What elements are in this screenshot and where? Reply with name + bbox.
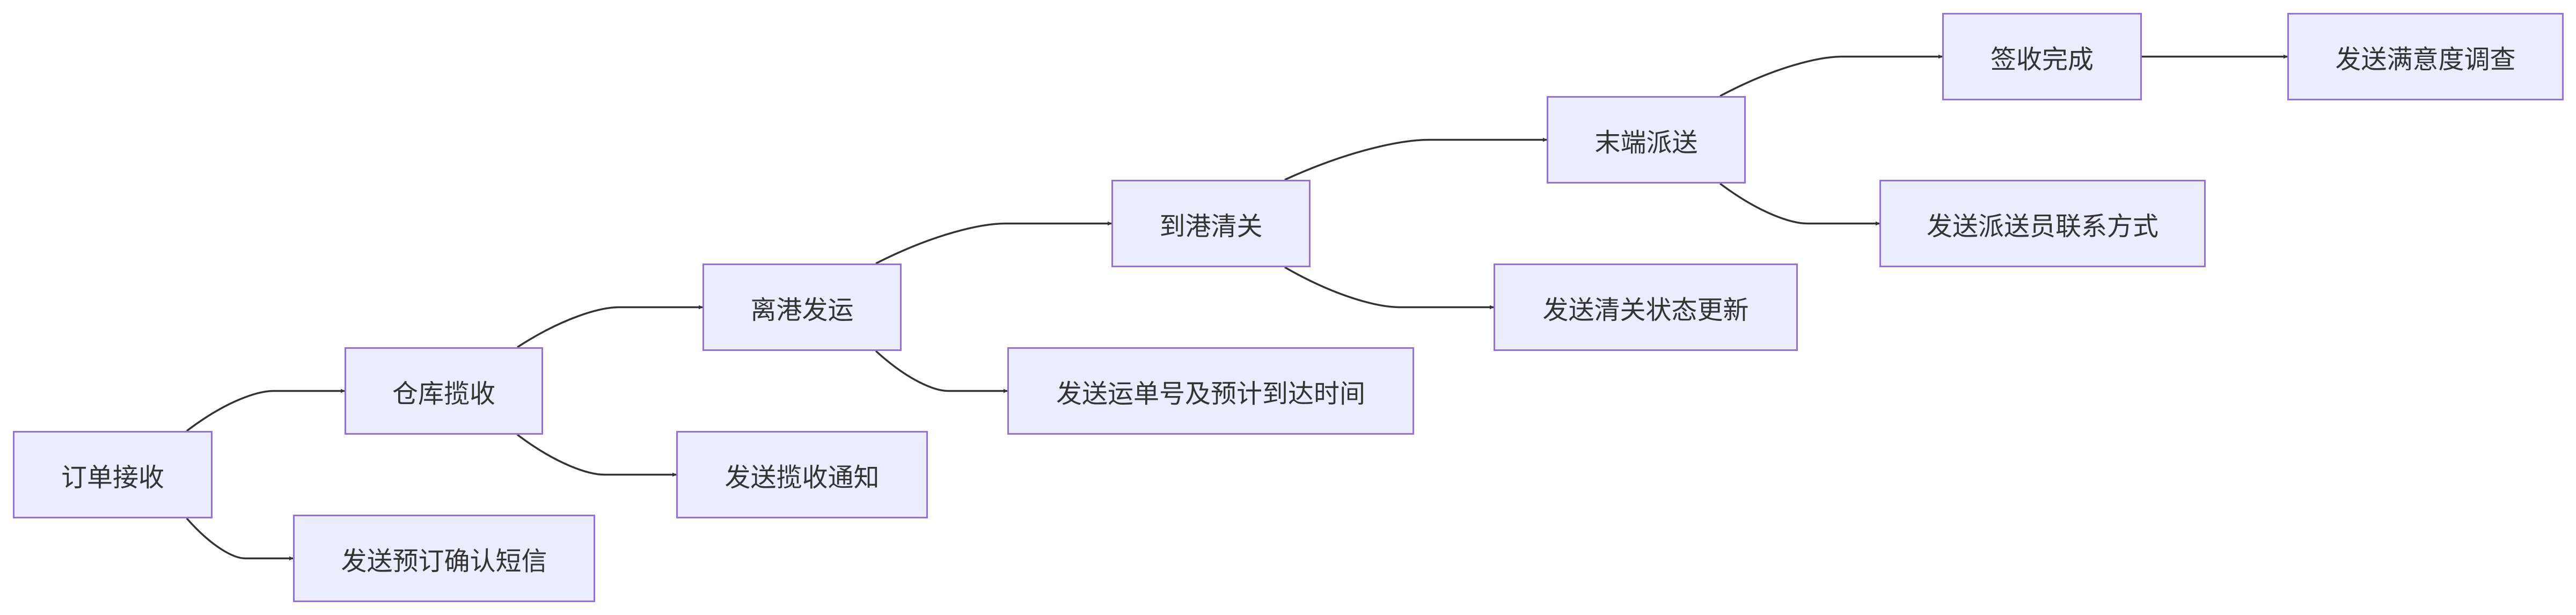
node-clearance-update: 发送清关状态更新 <box>1494 263 1798 351</box>
node-lastmile: 末端派送 <box>1547 96 1746 184</box>
node-arrive: 到港清关 <box>1111 180 1311 267</box>
edge-lastmile-to-courier_contact <box>1719 182 1880 226</box>
edge-order-to-warehouse <box>186 389 345 432</box>
node-courier-contact: 发送派送员联系方式 <box>1879 180 2206 267</box>
node-signed: 签收完成 <box>1942 13 2142 100</box>
node-warehouse: 仓库揽收 <box>345 347 543 435</box>
node-pickup-notice: 发送揽收通知 <box>676 431 928 518</box>
edge-warehouse-to-pickup_notice <box>516 434 677 477</box>
node-sms: 发送预订确认短信 <box>293 515 595 602</box>
node-order: 订单接收 <box>13 431 213 518</box>
edge-depart-to-waybill <box>875 350 1008 393</box>
node-depart: 离港发运 <box>702 263 902 351</box>
edge-arrive-to-lastmile <box>1284 137 1547 181</box>
edge-warehouse-to-depart <box>517 305 703 348</box>
node-waybill: 发送运单号及预计到达时间 <box>1007 347 1414 435</box>
edge-lastmile-to-signed <box>1719 54 1943 97</box>
edge-depart-to-arrive <box>875 221 1112 265</box>
node-survey: 发送满意度调查 <box>2287 13 2564 100</box>
edge-arrive-to-clearance_update <box>1284 266 1494 310</box>
edge-order-to-sms <box>186 517 294 561</box>
